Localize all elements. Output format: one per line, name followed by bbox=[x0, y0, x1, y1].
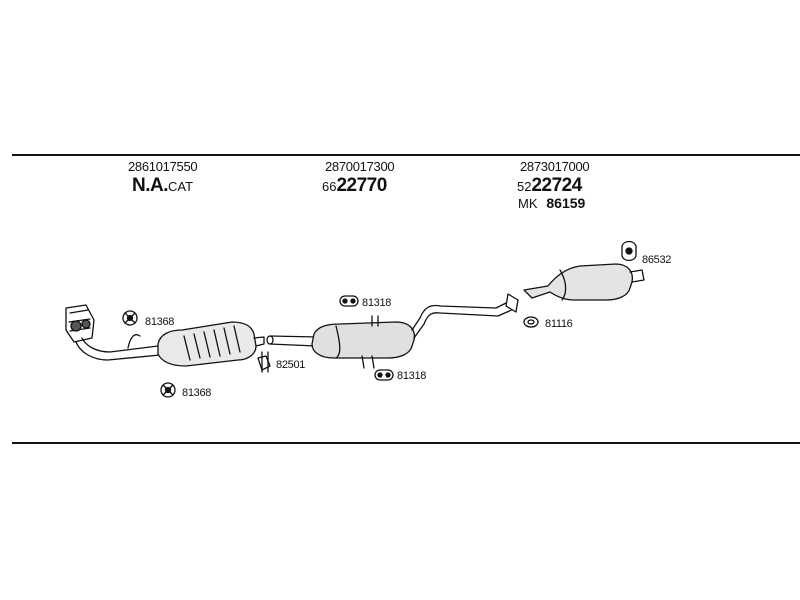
rubber-mount-81318-top-icon bbox=[339, 295, 359, 307]
mounting-kit-code: MK 86159 bbox=[518, 196, 585, 212]
mounting-kit-number: 86159 bbox=[546, 195, 586, 211]
joint-flange bbox=[505, 293, 519, 313]
clamp-81368-top-icon bbox=[122, 310, 138, 326]
rear-silencer-code: 5222724 bbox=[517, 176, 582, 195]
catalyst-label: N.A.CAT bbox=[132, 176, 193, 195]
gasket-81116-icon bbox=[523, 316, 539, 328]
intermediate-pipe bbox=[266, 335, 319, 347]
part-label-rubber-bottom: 81318 bbox=[397, 370, 427, 382]
middle-silencer-prefix: 66 bbox=[322, 179, 337, 194]
catalyst-label-bold: N.A. bbox=[132, 175, 169, 196]
clamp-81368-bottom-icon bbox=[160, 382, 176, 398]
middle-silencer-code: 6622770 bbox=[322, 176, 387, 195]
part-label-hanger: 82501 bbox=[276, 359, 306, 371]
catalytic-converter bbox=[157, 321, 265, 367]
middle-silencer bbox=[311, 315, 416, 369]
part-label-clamp-bottom: 81368 bbox=[182, 387, 212, 399]
rear-hanger-86532-icon bbox=[621, 240, 637, 262]
hanger-82501-icon bbox=[257, 351, 271, 373]
connecting-pipe bbox=[411, 299, 517, 339]
rear-silencer-number: 22724 bbox=[531, 175, 582, 196]
top-divider-line bbox=[12, 154, 800, 156]
part-label-rubber-top: 81318 bbox=[362, 297, 392, 309]
bottom-divider-line bbox=[12, 442, 800, 444]
part-label-rear-hanger: 86532 bbox=[642, 254, 672, 266]
mounting-kit-prefix: MK bbox=[518, 196, 538, 211]
front-downpipe-flange bbox=[65, 304, 95, 343]
middle-silencer-number: 22770 bbox=[336, 175, 387, 196]
part-label-clamp-top: 81368 bbox=[145, 316, 175, 328]
rear-silencer-prefix: 52 bbox=[517, 179, 532, 194]
oem-number-rear-silencer: 2873017000 bbox=[520, 159, 590, 174]
front-pipe bbox=[75, 334, 161, 361]
part-label-gasket: 81116 bbox=[545, 318, 573, 330]
rubber-mount-81318-bottom-icon bbox=[374, 369, 394, 381]
rear-silencer bbox=[523, 263, 645, 301]
oem-number-catalyst: 2861017550 bbox=[128, 159, 198, 174]
catalyst-label-suffix: CAT bbox=[168, 179, 194, 194]
oem-number-middle-silencer: 2870017300 bbox=[325, 159, 395, 174]
